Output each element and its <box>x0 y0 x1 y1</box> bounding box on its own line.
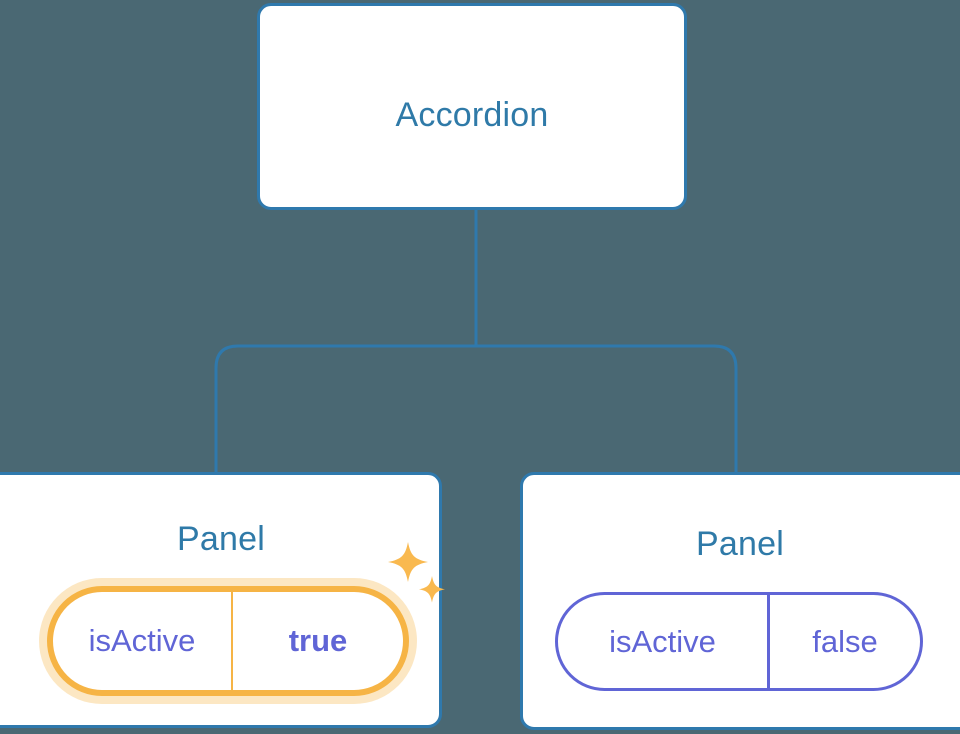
prop-pill-isactive-true[interactable]: isActive true <box>47 586 409 696</box>
prop-pill-isactive-false[interactable]: isActive false <box>555 592 923 691</box>
prop-value: false <box>812 623 878 659</box>
node-panel-left-title: Panel <box>177 520 265 558</box>
node-panel-right-title: Panel <box>696 525 784 563</box>
connector-branch-bus <box>214 344 738 472</box>
prop-key: isActive <box>558 595 770 688</box>
node-accordion[interactable]: Accordion <box>257 3 687 210</box>
prop-key: isActive <box>53 592 233 690</box>
node-accordion-title: Accordion <box>395 96 549 134</box>
prop-value: true <box>288 623 348 658</box>
